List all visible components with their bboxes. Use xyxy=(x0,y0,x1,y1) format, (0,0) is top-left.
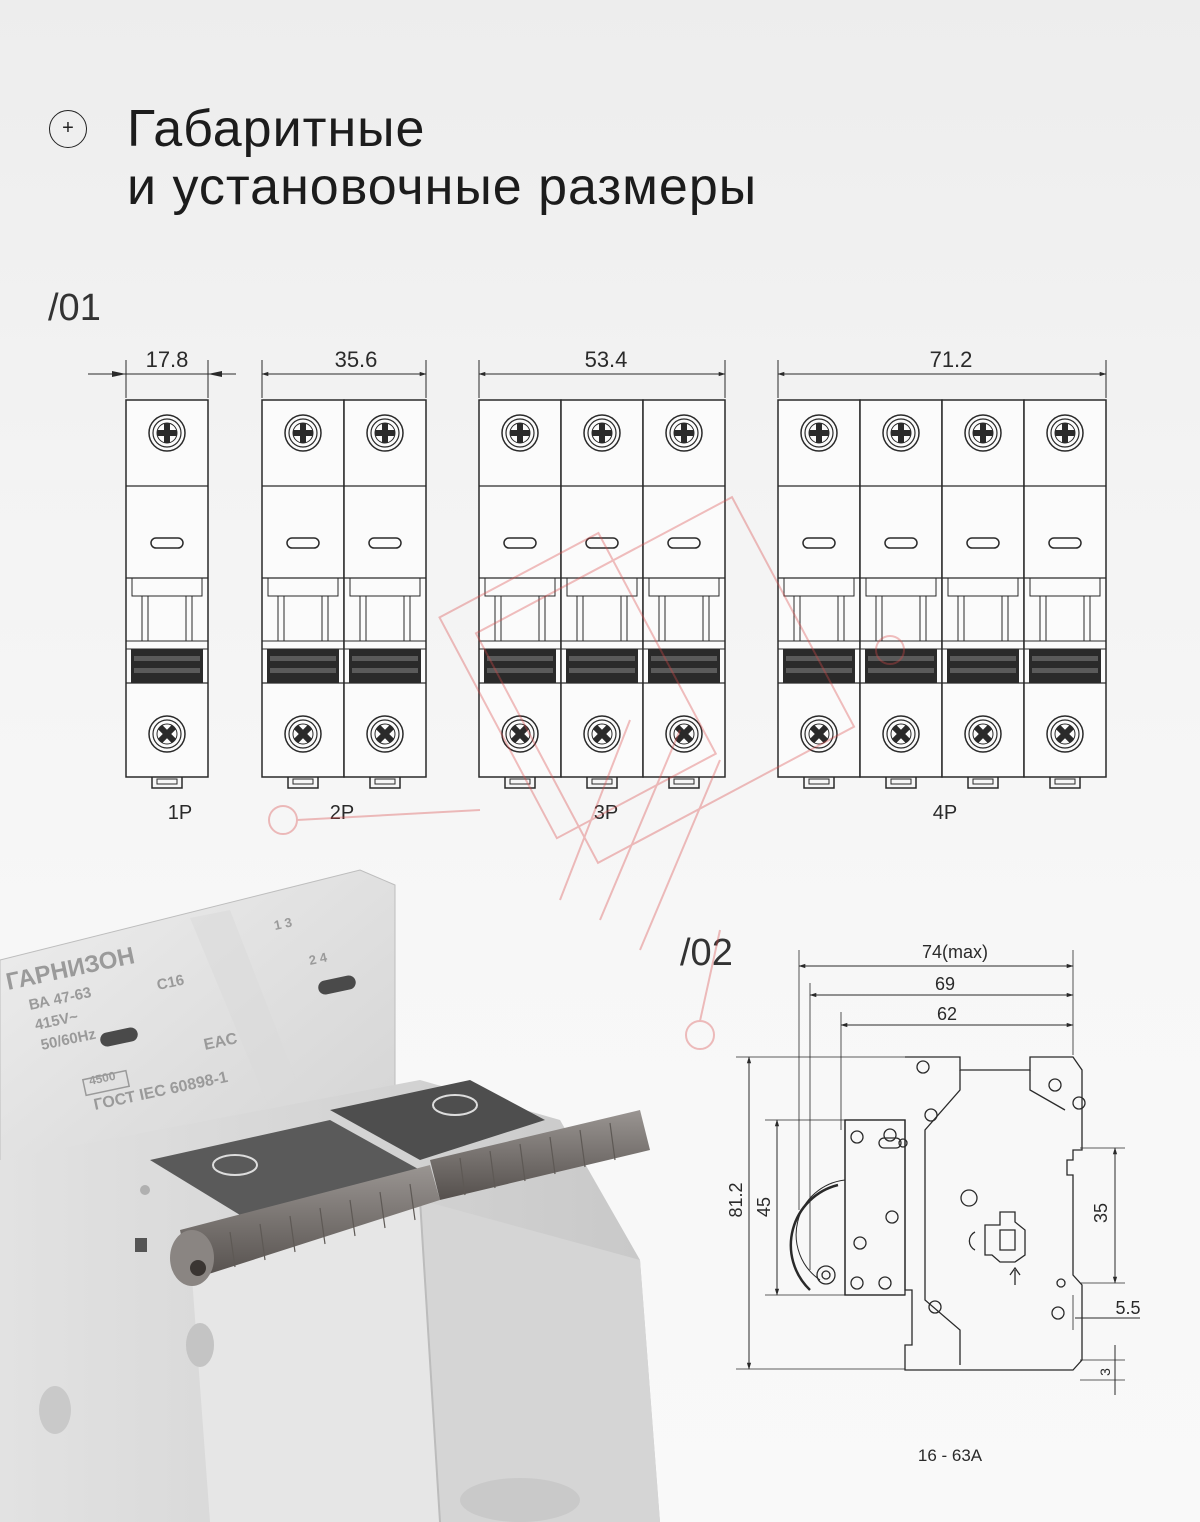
pole-label-2p: 2P xyxy=(330,802,354,824)
pole-label-4p: 4P xyxy=(933,802,957,824)
pole-label-3p: 3P xyxy=(594,802,618,824)
dim-62: 62 xyxy=(937,1004,957,1024)
dim-3: 3 xyxy=(1097,1368,1113,1376)
breaker-1p-drawing: 17.8 1P xyxy=(88,347,236,824)
terminals-top-label: 1 3 xyxy=(273,915,294,933)
title-line-2: и установочные размеры xyxy=(127,158,758,216)
watermark-logo xyxy=(268,495,905,1050)
dim-69: 69 xyxy=(935,974,955,994)
page-title: Габаритные и установочные размеры xyxy=(127,100,757,216)
width-label-3p: 53.4 xyxy=(585,347,628,372)
front-view-drawings: 17.8 1P 35.6 2P 53.4 3P 71.2 4P xyxy=(88,347,1200,824)
curve-label: C16 xyxy=(155,972,185,994)
dim-81-2: 81.2 xyxy=(726,1182,746,1217)
width-label-4p: 71.2 xyxy=(930,347,973,372)
breaker-2p-drawing: 35.6 2P xyxy=(262,347,426,824)
terminals-bottom-label: 2 4 xyxy=(308,949,330,968)
breaker-4p-drawing: 71.2 4P xyxy=(778,347,1106,824)
product-photo: ГАРНИЗОН ВА 47-63 415V~ 50/60Hz C16 4500… xyxy=(0,869,660,1522)
pole-label-1p: 1P xyxy=(168,802,192,824)
eac-mark: EAC xyxy=(202,1030,239,1054)
dim-74max: 74(max) xyxy=(922,942,988,962)
title-line-1: Габаритные xyxy=(127,100,426,158)
dim-45: 45 xyxy=(754,1197,774,1217)
dim-35: 35 xyxy=(1091,1203,1111,1223)
breaker-3p-drawing: 53.4 3P xyxy=(479,347,725,824)
plus-icon[interactable]: + xyxy=(49,110,87,148)
width-label-2p: 35.6 xyxy=(335,347,378,372)
section-label-01: /01 xyxy=(48,287,101,329)
width-label-1p: 17.8 xyxy=(146,347,189,372)
side-view-drawing: 74(max) 69 62 81.2 45 35 5.5 3 16 - 63A xyxy=(726,942,1141,1465)
current-range-label: 16 - 63A xyxy=(918,1446,983,1465)
section-label-02: /02 xyxy=(680,932,733,974)
dim-5-5: 5.5 xyxy=(1115,1298,1140,1318)
